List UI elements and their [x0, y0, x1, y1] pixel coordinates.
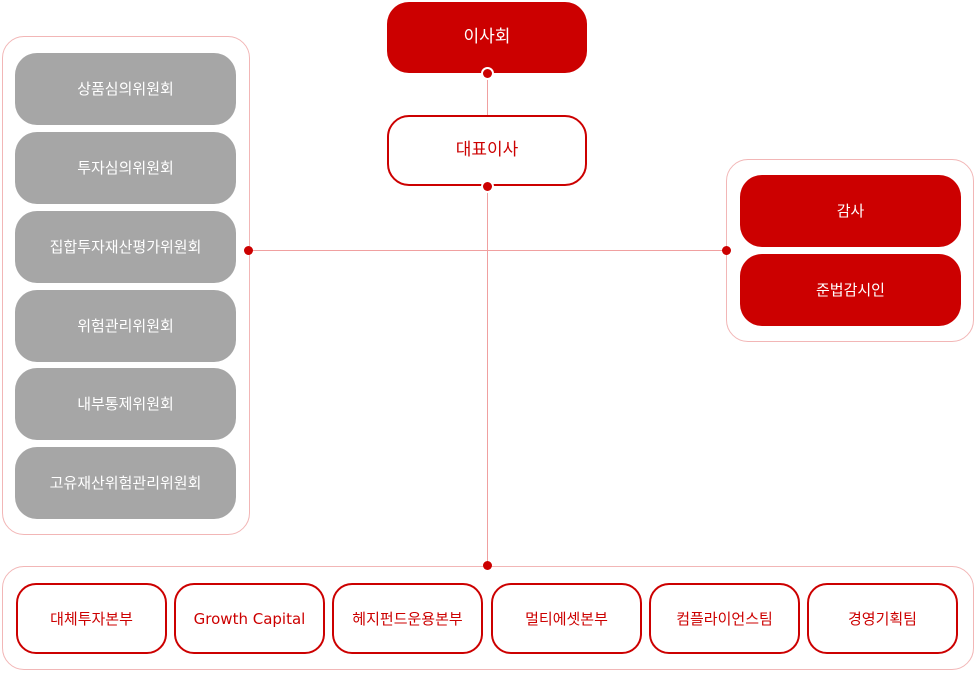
junction-dot-ceo — [483, 182, 492, 191]
committee-label: 집합투자재산평가위원회 — [49, 238, 202, 256]
committee-investment-review: 투자심의위원회 — [15, 132, 236, 204]
audit-node: 감사 — [740, 175, 961, 247]
connector-board-ceo — [487, 73, 488, 116]
board-node: 이사회 — [387, 2, 587, 73]
ceo-node: 대표이사 — [387, 115, 587, 186]
division-multi-asset: 멀티에셋본부 — [491, 583, 642, 654]
division-management-planning: 경영기획팀 — [807, 583, 958, 654]
committee-proprietary-asset-risk: 고유재산위험관리위원회 — [15, 447, 236, 519]
division-growth-capital: Growth Capital — [174, 583, 325, 654]
committee-collective-asset-valuation: 집합투자재산평가위원회 — [15, 211, 236, 283]
division-label: 헤지펀드운용본부 — [352, 609, 463, 628]
connector-committees-audit — [248, 250, 728, 251]
junction-dot-audit — [722, 246, 731, 255]
committee-label: 상품심의위원회 — [77, 80, 174, 98]
committee-internal-control: 내부통제위원회 — [15, 368, 236, 440]
connector-ceo-divisions — [487, 186, 488, 566]
audit-label: 감사 — [836, 202, 865, 220]
division-label: 경영기획팀 — [847, 609, 917, 628]
junction-dot-board — [483, 69, 492, 78]
ceo-label: 대표이사 — [455, 140, 519, 161]
division-label: 대체투자본부 — [50, 609, 133, 628]
division-label: Growth Capital — [193, 609, 306, 628]
committee-label: 내부통제위원회 — [77, 395, 174, 413]
committee-product-review: 상품심의위원회 — [15, 53, 236, 125]
division-alternative-investment: 대체투자본부 — [16, 583, 167, 654]
committee-label: 투자심의위원회 — [77, 159, 174, 177]
division-label: 컴플라이언스팀 — [676, 609, 773, 628]
compliance-officer-label: 준법감시인 — [815, 281, 885, 299]
junction-dot-committees — [244, 246, 253, 255]
board-label: 이사회 — [463, 27, 511, 48]
junction-dot-divisions — [483, 561, 492, 570]
committee-label: 고유재산위험관리위원회 — [49, 474, 202, 492]
committee-label: 위험관리위원회 — [77, 317, 174, 335]
division-label: 멀티에셋본부 — [525, 609, 608, 628]
division-hedge-fund: 헤지펀드운용본부 — [332, 583, 483, 654]
committee-risk-management: 위험관리위원회 — [15, 290, 236, 362]
compliance-officer-node: 준법감시인 — [740, 254, 961, 326]
division-compliance-team: 컴플라이언스팀 — [649, 583, 800, 654]
